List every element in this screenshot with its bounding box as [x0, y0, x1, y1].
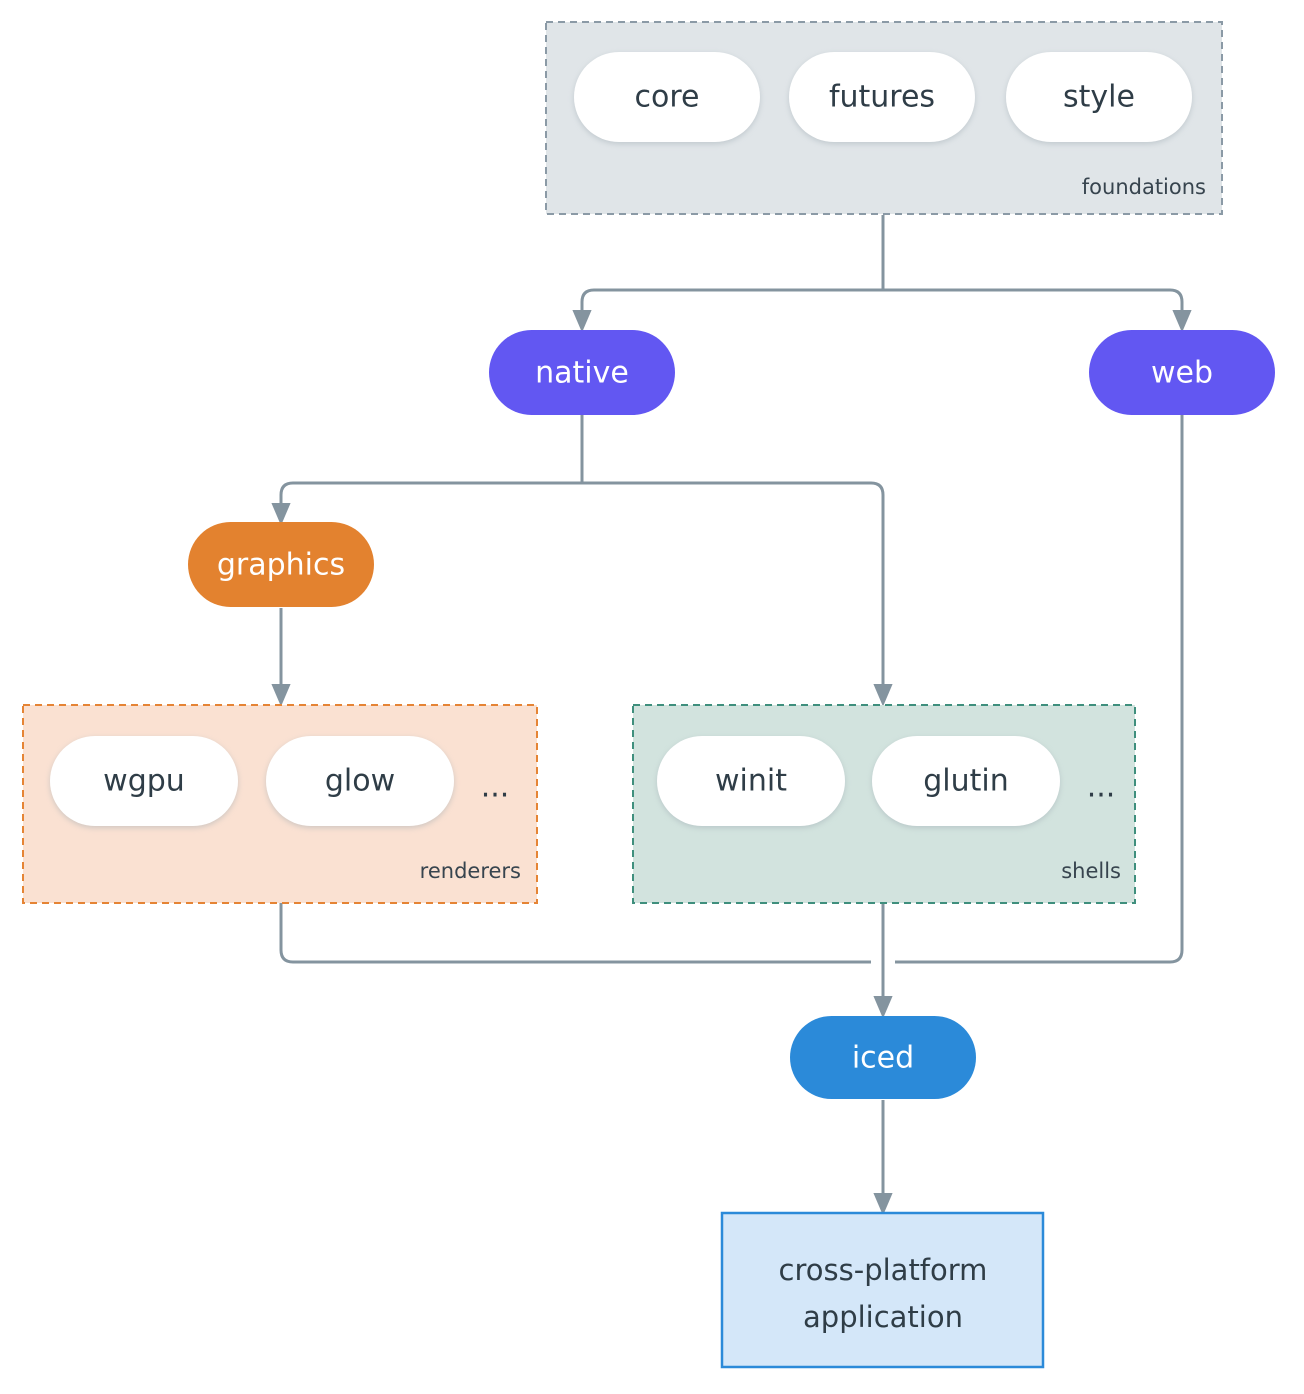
shells-ellipsis: ...	[1087, 770, 1116, 805]
pill-futures[interactable]	[789, 52, 975, 142]
node-application[interactable]: cross-platform application	[720, 1211, 1045, 1369]
node-graphics-label: graphics	[217, 548, 345, 583]
pill-winit-label: winit	[715, 764, 787, 799]
shells-caption: shells	[1061, 859, 1121, 883]
group-foundations: core futures style foundations	[545, 21, 1223, 215]
edge-foundations-to-native	[572, 288, 883, 333]
edge-web-to-iced	[895, 413, 1184, 964]
edge-renderers-to-iced	[279, 903, 871, 964]
renderers-ellipsis: ...	[481, 770, 510, 805]
pill-wgpu-label: wgpu	[103, 764, 185, 799]
foundations-caption: foundations	[1082, 175, 1206, 199]
pill-style-label: style	[1063, 80, 1135, 115]
node-iced-label: iced	[852, 1041, 914, 1076]
edge-foundations-to-web	[883, 288, 1192, 333]
node-graphics[interactable]: graphics	[188, 522, 374, 607]
group-shells: winit glutin ... shells	[632, 704, 1136, 904]
pill-wgpu[interactable]	[50, 736, 238, 826]
pill-glutin[interactable]	[872, 736, 1060, 826]
pill-futures-label: futures	[829, 80, 935, 115]
pill-core[interactable]	[574, 52, 760, 142]
edge-native-to-shells	[582, 481, 893, 707]
edge-native-to-graphics	[271, 481, 582, 526]
pill-core-label: core	[635, 80, 700, 115]
renderers-caption: renderers	[420, 859, 521, 883]
node-web-label: web	[1151, 356, 1213, 391]
pill-glow[interactable]	[266, 736, 454, 826]
node-native-label: native	[535, 356, 629, 391]
group-renderers: wgpu glow ... renderers	[22, 704, 538, 904]
pill-glow-label: glow	[325, 764, 395, 799]
node-application-label-line1: cross-platform	[779, 1253, 988, 1287]
node-application-label-line2: application	[803, 1300, 963, 1334]
edge-layer	[271, 215, 1192, 1216]
node-iced[interactable]: iced	[790, 1016, 976, 1099]
node-web[interactable]: web	[1089, 330, 1275, 415]
pill-glutin-label: glutin	[923, 764, 1009, 799]
pill-winit[interactable]	[657, 736, 845, 826]
pill-style[interactable]	[1006, 52, 1192, 142]
node-native[interactable]: native	[489, 330, 675, 415]
